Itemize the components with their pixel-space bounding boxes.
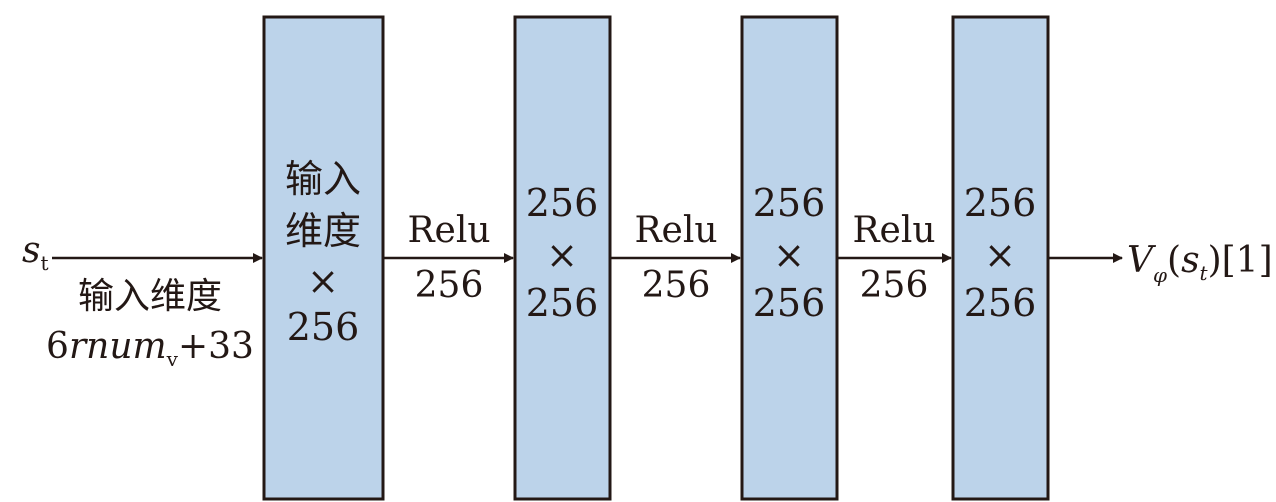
connection-1-activation: Relu	[407, 210, 490, 251]
layer-output-cols: 256	[964, 281, 1037, 325]
layer-hidden-2-times: ×	[773, 233, 805, 277]
output-value-function: Vφ(st)[1]	[1127, 240, 1273, 287]
layer-output-rows: 256	[964, 181, 1037, 225]
layer-output-times: ×	[984, 233, 1016, 277]
layer-box-hidden-1	[513, 15, 612, 501]
layer-input-text-1: 输入	[285, 157, 361, 201]
connection-3-size: 256	[860, 265, 929, 306]
layer-hidden-2-cols: 256	[753, 281, 826, 325]
connection-2-activation: Relu	[634, 210, 717, 251]
input-symbol: st	[22, 230, 49, 275]
layer-input-size: 256	[287, 305, 360, 349]
layer-hidden-2-rows: 256	[753, 181, 826, 225]
connection-2-size: 256	[642, 265, 711, 306]
layer-hidden-1-rows: 256	[526, 181, 599, 225]
connection-1-size: 256	[415, 265, 484, 306]
layer-hidden-1-cols: 256	[526, 281, 599, 325]
layer-box-input	[262, 15, 385, 501]
input-dimension-formula: 6rnumv+33	[46, 326, 254, 371]
layer-hidden-1-times: ×	[546, 233, 578, 277]
layer-box-output	[951, 15, 1050, 501]
connection-3-activation: Relu	[852, 210, 935, 251]
layer-box-hidden-2	[740, 15, 839, 501]
layer-input-text-2: 维度	[285, 209, 361, 253]
input-dimension-label: 输入维度	[78, 276, 222, 317]
layer-input-times: ×	[307, 259, 339, 303]
